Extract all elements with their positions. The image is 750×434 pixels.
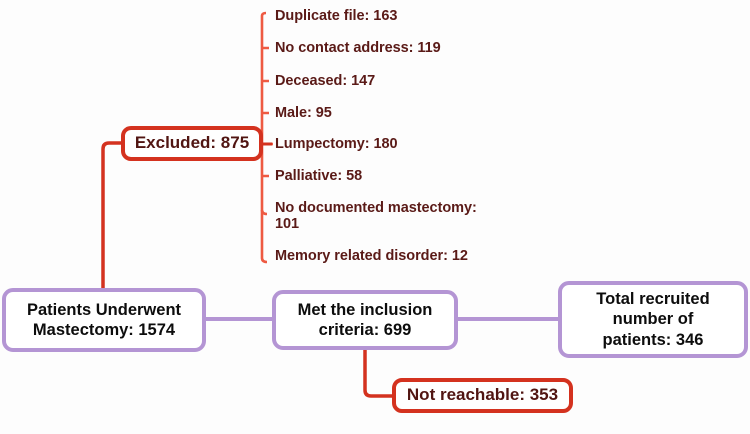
connector-spine-top [260,11,267,17]
node-not-reachable[interactable]: Not reachable: 353 [392,378,573,413]
connector-spine-bottom [260,257,268,264]
node-not-reachable-label: Not reachable: 353 [406,385,559,405]
node-total-recruited-patients[interactable]: Total recruited number of patients: 346 [558,281,748,358]
node-patients-underwent-mastectomy[interactable]: Patients Underwent Mastectomy: 1574 [2,288,206,352]
connector-inclusion-to-notreachable [363,350,392,398]
connector-excluded-to-mastectomy [101,141,121,288]
exclusion-reason-item: Duplicate file: 163 [275,8,398,24]
node-recruited-label: Total recruited number of patients: 346 [596,290,710,349]
exclusion-reason-item: No documented mastectomy: 101 [275,200,477,233]
node-inclusion-label: Met the inclusion criteria: 699 [297,300,433,339]
node-mastectomy-label: Patients Underwent Mastectomy: 1574 [26,300,182,339]
exclusion-reason-item: Memory related disorder: 12 [275,248,468,264]
exclusion-reason-item: Male: 95 [275,105,332,121]
node-excluded[interactable]: Excluded: 875 [121,126,263,161]
connector-spine-ticks [263,46,269,178]
exclusion-reason-item: Deceased: 147 [275,73,376,89]
exclusion-reason-item: Lumpectomy: 180 [275,136,398,152]
node-met-inclusion-criteria[interactable]: Met the inclusion criteria: 699 [272,290,458,350]
exclusion-reason-item: No contact address: 119 [275,40,441,56]
connector-spine-item7 [260,209,268,216]
node-excluded-label: Excluded: 875 [134,133,250,153]
exclusion-reason-item: Palliative: 58 [275,168,363,184]
